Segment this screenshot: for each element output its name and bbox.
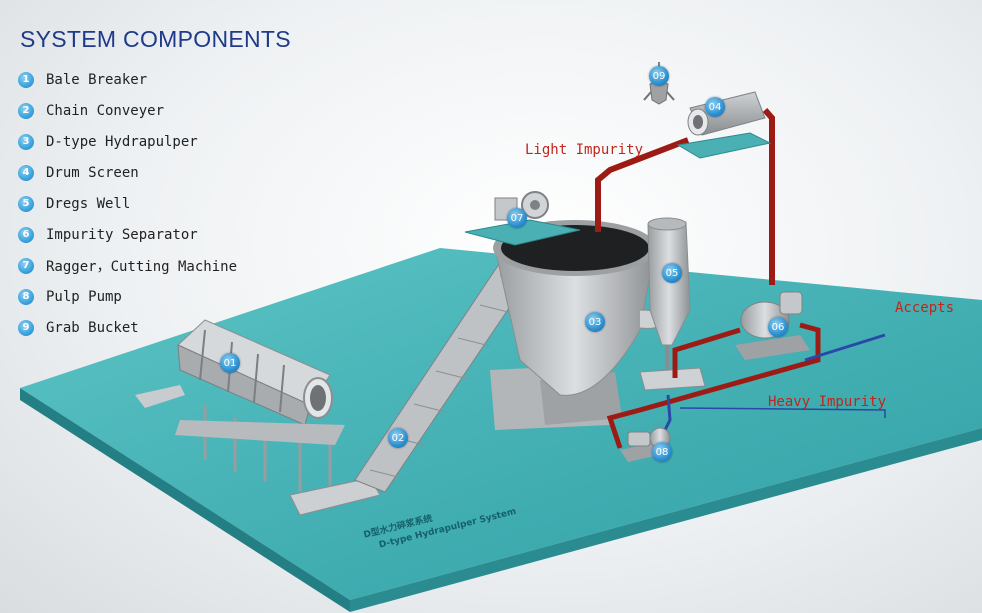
legend-item: 8 Pulp Pump: [18, 281, 237, 312]
legend-number: 4: [18, 164, 34, 181]
legend-item: 2 Chain Conveyer: [18, 95, 237, 126]
badge-07: 07: [507, 208, 527, 228]
page-title: SYSTEM COMPONENTS: [20, 26, 291, 52]
badge-06: 06: [768, 317, 788, 337]
light-impurity-label: Light Impurity: [525, 142, 644, 158]
badge-08: 08: [652, 442, 672, 462]
legend-item: 5 Dregs Well: [18, 188, 237, 219]
badge-05: 05: [662, 263, 682, 283]
drum-screen: [676, 91, 772, 159]
legend-label: Chain Conveyer: [46, 102, 165, 119]
component-legend: 1 Bale Breaker 2 Chain Conveyer 3 D-type Hy…: [18, 64, 237, 343]
legend-label: Dregs Well: [46, 195, 131, 212]
accepts-label: Accepts: [895, 300, 955, 316]
legend-item: 7 Ragger，Cutting Machine: [18, 250, 237, 281]
legend-item: 4 Drum Screen: [18, 157, 237, 188]
legend-label: Ragger，Cutting Machine: [46, 258, 238, 275]
legend-number: 3: [18, 133, 34, 150]
bale-breaker: [135, 319, 345, 495]
badge-04: 04: [705, 97, 725, 117]
legend-number: 5: [18, 195, 34, 212]
legend-number: 6: [18, 226, 34, 243]
badge-01: 01: [220, 353, 240, 373]
legend-item: 6 Impurity Separator: [18, 219, 237, 250]
legend-number: 8: [18, 288, 34, 305]
legend-label: Impurity Separator: [46, 226, 198, 243]
legend-item: 9 Grab Bucket: [18, 312, 237, 343]
legend-label: Pulp Pump: [46, 288, 122, 305]
legend-number: 2: [18, 102, 34, 119]
heavy-impurity-label: Heavy Impurity: [768, 394, 887, 410]
badge-09: 09: [649, 66, 669, 86]
legend-label: Drum Screen: [46, 164, 139, 181]
badge-03: 03: [585, 312, 605, 332]
legend-number: 9: [18, 319, 34, 336]
legend-label: Bale Breaker: [46, 71, 148, 88]
legend-label: D-type Hydrapulper: [46, 133, 198, 150]
badge-02: 02: [388, 428, 408, 448]
legend-label: Grab Bucket: [46, 319, 139, 336]
dregs-well: [639, 217, 706, 391]
legend-number: 1: [18, 71, 34, 88]
legend-item: 1 Bale Breaker: [18, 64, 237, 95]
legend-number: 7: [18, 257, 34, 274]
legend-item: 3 D-type Hydrapulper: [18, 126, 237, 157]
